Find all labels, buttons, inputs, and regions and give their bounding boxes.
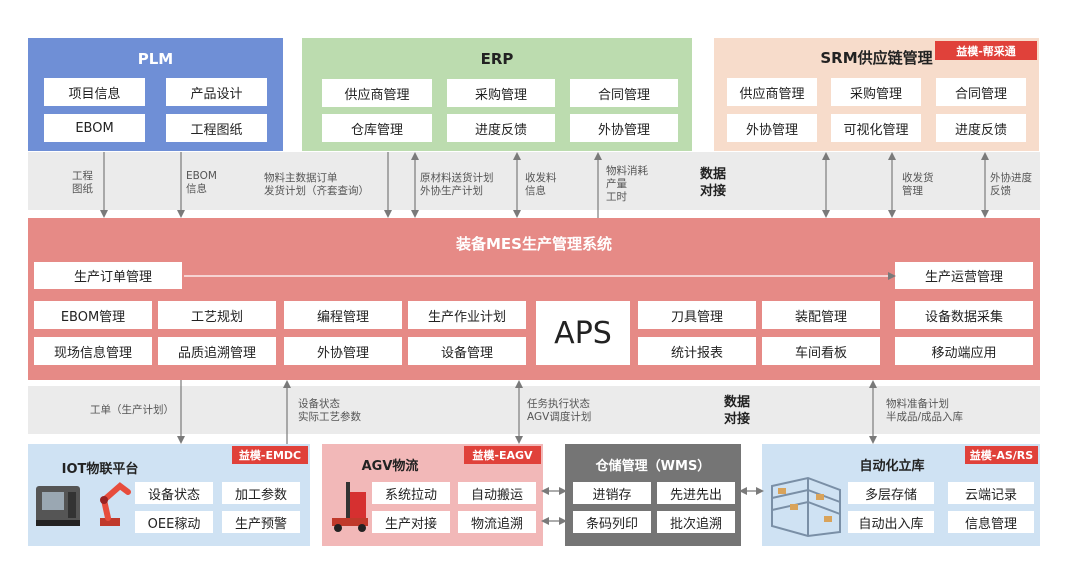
mes-quality-trace-mgmt[interactable]: 品质追溯管理 <box>158 337 276 365</box>
wms-item-fifo[interactable]: 先进先出 <box>657 482 735 504</box>
iot-panel: 益模-EMDC IOT物联平台 设备状态 加工参数 OEE稼动 生产预警 <box>28 444 310 546</box>
robot-arm-icon <box>100 482 131 526</box>
erp-item-outsourcing-mgmt[interactable]: 外协管理 <box>570 114 678 142</box>
srm-item-purchase-mgmt[interactable]: 采购管理 <box>831 78 921 106</box>
erp-title: ERP <box>480 50 514 68</box>
top-label-ebom-info: EBOM 信息 <box>186 170 217 195</box>
erp-item-supplier-mgmt[interactable]: 供应商管理 <box>322 79 432 107</box>
wms-item-inventory[interactable]: 进销存 <box>573 482 651 504</box>
asrs-title: 自动化立库 <box>859 459 925 474</box>
bottom-label-work-order: 工单（生产计划） <box>90 404 174 416</box>
erp-item-contract-mgmt[interactable]: 合同管理 <box>570 79 678 107</box>
mes-mobile-app[interactable]: 移动端应用 <box>895 337 1033 365</box>
top-label-shipping-mgmt: 收发货 管理 <box>902 172 934 197</box>
mes-ebom-mgmt[interactable]: EBOM管理 <box>34 301 152 329</box>
agv-panel: 益模-EAGV AGV物流 系统拉动 自动搬运 生产对接 物流追溯 <box>322 444 543 546</box>
erp-item-progress-feedback[interactable]: 进度反馈 <box>447 114 555 142</box>
top-label-raw-material-plan: 原材料送货计划 外协生产计划 <box>420 172 494 197</box>
asrs-item-multilayer-storage[interactable]: 多层存储 <box>848 482 934 504</box>
mes-workshop-board[interactable]: 车间看板 <box>762 337 880 365</box>
srm-tag: 益模-帮采通 <box>935 41 1037 60</box>
mes-panel: 装备MES生产管理系统 生产订单管理 生产运营管理 EBOM管理 工艺规划 编程… <box>28 218 1040 380</box>
iot-item-production-alert[interactable]: 生产预警 <box>222 511 300 533</box>
warehouse-rack-icon <box>771 476 841 538</box>
wms-item-barcode-print[interactable]: 条码列印 <box>573 511 651 533</box>
plm-item-project-info[interactable]: 项目信息 <box>44 78 145 106</box>
top-label-material-order: 物料主数据订单 发货计划（齐套查询） <box>264 172 369 197</box>
asrs-item-info-mgmt[interactable]: 信息管理 <box>948 511 1034 533</box>
iot-title: IOT物联平台 <box>61 462 139 477</box>
mes-title: 装备MES生产管理系统 <box>456 235 612 253</box>
top-data-band <box>28 152 1040 210</box>
srm-item-progress-feedback[interactable]: 进度反馈 <box>936 114 1026 142</box>
top-label-material-io: 收发料 信息 <box>525 172 557 197</box>
srm-item-supplier-mgmt[interactable]: 供应商管理 <box>727 78 817 106</box>
mes-production-order-mgmt[interactable]: 生产订单管理 <box>34 262 182 289</box>
asrs-item-cloud-record[interactable]: 云端记录 <box>948 482 1034 504</box>
mes-statistics-report[interactable]: 统计报表 <box>638 337 756 365</box>
plm-panel: PLM 项目信息 产品设计 EBOM 工程图纸 <box>28 38 283 151</box>
srm-item-visual-mgmt[interactable]: 可视化管理 <box>831 114 921 142</box>
mes-tool-mgmt[interactable]: 刀具管理 <box>638 301 756 329</box>
mes-assembly-mgmt[interactable]: 装配管理 <box>762 301 880 329</box>
erp-item-warehouse-mgmt[interactable]: 仓库管理 <box>322 114 432 142</box>
srm-title: SRM供应链管理 <box>820 49 933 67</box>
plm-title: PLM <box>137 50 174 68</box>
iot-item-equipment-status[interactable]: 设备状态 <box>135 482 213 504</box>
wms-title: 仓储管理（WMS） <box>595 459 711 474</box>
agv-item-production-docking[interactable]: 生产对接 <box>372 511 450 533</box>
mes-equipment-mgmt[interactable]: 设备管理 <box>408 337 526 365</box>
mes-site-info-mgmt[interactable]: 现场信息管理 <box>34 337 152 365</box>
wms-item-batch-trace[interactable]: 批次追溯 <box>657 511 735 533</box>
bottom-label-task-status: 任务执行状态 AGV调度计划 <box>527 398 592 423</box>
asrs-tag: 益模-AS/RS <box>965 446 1038 464</box>
plm-item-product-design[interactable]: 产品设计 <box>166 78 267 106</box>
top-data-interface-label: 数据 对接 <box>700 167 727 199</box>
cnc-machine-icon <box>36 486 80 526</box>
mes-programming-mgmt[interactable]: 编程管理 <box>284 301 402 329</box>
top-label-consumption: 物料消耗 产量 工时 <box>606 165 648 203</box>
asrs-panel: 益模-AS/RS 自动化立库 多层存储 云端记录 自动出入库 信息管理 <box>762 444 1040 546</box>
agv-tag: 益模-EAGV <box>464 446 541 464</box>
top-label-outsourcing-feedback: 外协进度 反馈 <box>990 172 1032 197</box>
agv-item-auto-transport[interactable]: 自动搬运 <box>458 482 536 504</box>
erp-item-purchase-mgmt[interactable]: 采购管理 <box>447 79 555 107</box>
plm-item-ebom[interactable]: EBOM <box>44 114 145 142</box>
bottom-label-equipment-status: 设备状态 实际工艺参数 <box>298 398 361 423</box>
mes-aps-module[interactable]: APS <box>536 301 630 365</box>
erp-panel: ERP 供应商管理 采购管理 合同管理 仓库管理 进度反馈 外协管理 <box>302 38 692 151</box>
iot-tag: 益模-EMDC <box>232 446 308 464</box>
iot-item-oee[interactable]: OEE稼动 <box>135 511 213 533</box>
bottom-label-material-prep: 物料准备计划 半成品/成品入库 <box>886 398 964 423</box>
iot-item-process-params[interactable]: 加工参数 <box>222 482 300 504</box>
srm-item-contract-mgmt[interactable]: 合同管理 <box>936 78 1026 106</box>
asrs-item-auto-io[interactable]: 自动出入库 <box>848 511 934 533</box>
srm-item-outsourcing-mgmt[interactable]: 外协管理 <box>727 114 817 142</box>
mes-equipment-data-collection[interactable]: 设备数据采集 <box>895 301 1033 329</box>
top-label-engineering-drawing: 工程 图纸 <box>72 170 93 195</box>
mes-production-schedule[interactable]: 生产作业计划 <box>408 301 526 329</box>
agv-item-logistics-trace[interactable]: 物流追溯 <box>458 511 536 533</box>
mes-outsourcing-mgmt[interactable]: 外协管理 <box>284 337 402 365</box>
plm-item-engineering-drawing[interactable]: 工程图纸 <box>166 114 267 142</box>
agv-title: AGV物流 <box>361 459 419 474</box>
srm-panel: SRM供应链管理 益模-帮采通 供应商管理 采购管理 合同管理 外协管理 可视化… <box>714 38 1039 151</box>
agv-item-system-pull[interactable]: 系统拉动 <box>372 482 450 504</box>
wms-panel: 仓储管理（WMS） 进销存 先进先出 条码列印 批次追溯 <box>565 444 741 546</box>
mes-production-ops-mgmt[interactable]: 生产运营管理 <box>895 262 1033 289</box>
forklift-agv-icon <box>332 482 368 532</box>
mes-process-planning[interactable]: 工艺规划 <box>158 301 276 329</box>
bottom-data-interface-label: 数据 对接 <box>724 395 751 427</box>
